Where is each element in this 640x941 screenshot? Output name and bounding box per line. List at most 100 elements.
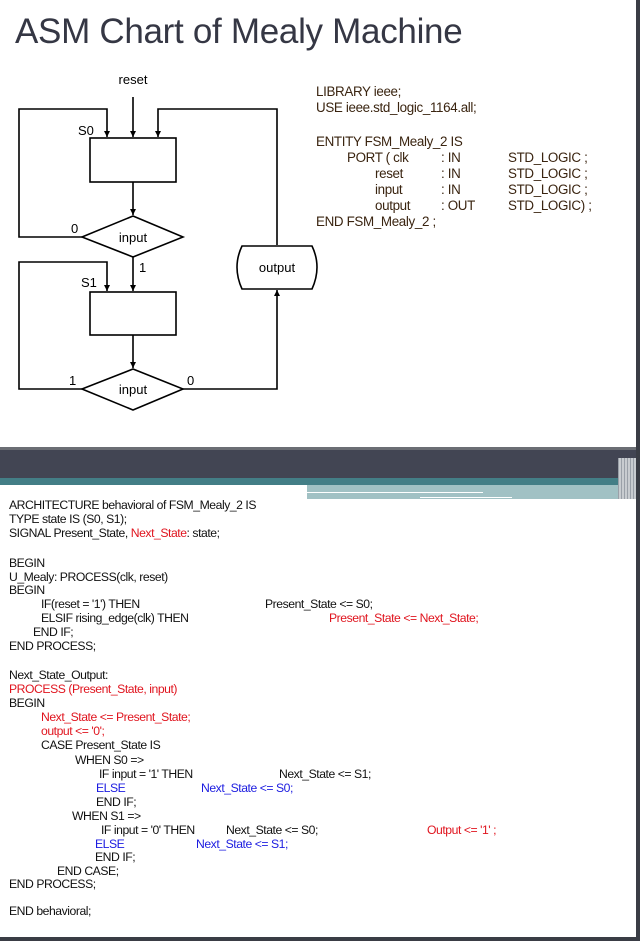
code-segment: ELSE (95, 837, 125, 851)
code-segment: END CASE; (57, 864, 119, 878)
code-segment: PROCESS (Present_State, input) (9, 682, 178, 696)
code-segment: Next_State <= S0; (226, 823, 318, 837)
code-line: PROCESS (Present_State, input) (9, 682, 177, 696)
decorative-line (307, 492, 483, 493)
code-end-entity: END FSM_Mealy_2 ; (316, 214, 436, 229)
port-name: output (375, 198, 411, 213)
code-segment: END IF; (95, 850, 136, 864)
code-line: ARCHITECTURE behavioral of FSM_Mealy_2 I… (9, 498, 257, 512)
code-segment: Present_State <= S0; (265, 597, 373, 611)
code-line: Present_State <= S0; (265, 597, 373, 611)
decorative-line (420, 497, 512, 498)
decision1-false-label: 0 (71, 221, 78, 236)
slide-header-accent (0, 478, 640, 485)
code-segment: ARCHITECTURE behavioral of FSM_Mealy_2 I… (9, 498, 257, 512)
code-line: END IF; (95, 850, 136, 864)
s1-loop-arrow (18, 261, 110, 390)
code-segment: END IF; (96, 795, 137, 809)
code-line: Next_State <= S1; (279, 767, 371, 781)
code-line: ELSIF rising_edge(clk) THEN (41, 611, 189, 625)
port-type: STD_LOGIC ; (508, 150, 588, 165)
port-type: STD_LOGIC ; (508, 166, 588, 181)
state-box-s1 (89, 291, 177, 336)
slide-asm-chart: ASM Chart of Mealy Machine reset S0 0 in… (0, 0, 636, 447)
code-line: TYPE state IS (S0, S1); (9, 512, 127, 526)
code-segment: Next_State (130, 526, 187, 540)
code-segment: Next_State <= S1; (279, 767, 371, 781)
code-line: Next_State <= S0; (201, 781, 293, 795)
code-segment: BEGIN (9, 556, 45, 570)
code-segment: Present_State <= Next_State; (329, 611, 479, 625)
code-segment: ELSIF rising_edge(clk) THEN (41, 611, 189, 625)
code-line: SIGNAL Present_State, Next_State: state; (9, 526, 220, 540)
code-segment: BEGIN (9, 696, 45, 710)
port-name: reset (375, 166, 404, 181)
code-line: output <= '0'; (41, 724, 105, 738)
port-mode: : IN (441, 166, 461, 181)
port-name: PORT ( clk (347, 150, 409, 165)
window-bottom-border (0, 937, 640, 941)
code-entity: ENTITY FSM_Mealy_2 IS (316, 134, 463, 149)
code-line: END PROCESS; (9, 877, 96, 891)
code-segment: END PROCESS; (9, 639, 96, 653)
code-segment: Next_State <= S0; (201, 781, 293, 795)
code-line: Present_State <= Next_State; (329, 611, 479, 625)
code-line: END behavioral; (9, 904, 91, 918)
decision2-false-label: 0 (187, 373, 194, 388)
code-segment: END behavioral; (9, 904, 91, 918)
code-segment: ELSE (96, 781, 126, 795)
code-line: Next_State <= Present_State; (41, 710, 191, 724)
code-segment: : state; (186, 526, 220, 540)
code-segment: BEGIN (9, 583, 45, 597)
code-line: IF input = '0' THEN (101, 823, 195, 837)
code-line: END PROCESS; (9, 639, 96, 653)
code-line: IF(reset = '1') THEN (41, 597, 140, 611)
code-line: IF input = '1' THEN (99, 767, 193, 781)
reset-label: reset (119, 72, 148, 87)
code-segment: U_Mealy: PROCESS(clk, reset) (9, 570, 168, 584)
output-return-arrow (155, 108, 278, 245)
code-line: END IF; (33, 625, 74, 639)
code-segment: Next_State_Output: (9, 668, 108, 682)
slide-title: ASM Chart of Mealy Machine (15, 12, 463, 51)
state-s1-label: S1 (81, 275, 97, 290)
code-segment: IF(reset = '1') THEN (41, 597, 140, 611)
conditional-output-box (236, 245, 318, 290)
code-segment: SIGNAL Present_State, (9, 526, 131, 540)
conditional-output-label: output (259, 260, 296, 275)
code-use: USE ieee.std_logic_1164.all; (316, 100, 477, 115)
slide-separator (0, 447, 640, 450)
code-segment: WHEN S0 => (75, 753, 144, 767)
code-segment: IF input = '0' THEN (101, 823, 195, 837)
state-box-s0 (89, 137, 177, 183)
port-type: STD_LOGIC ; (508, 182, 588, 197)
decision-diamond-1 (79, 215, 186, 258)
port-mode: : IN (441, 182, 461, 197)
code-line: BEGIN (9, 583, 45, 597)
decision1-label: input (119, 230, 148, 245)
window-right-border (636, 0, 640, 941)
code-line: Next_State_Output: (9, 668, 108, 682)
slide-header-blank (0, 485, 307, 499)
port-mode: : OUT (441, 198, 475, 213)
code-segment: WHEN S1 => (72, 809, 141, 823)
code-segment: END IF; (33, 625, 74, 639)
decision2-true-label: 1 (69, 373, 76, 388)
code-line: ELSE (96, 781, 126, 795)
port-name: input (375, 182, 403, 197)
state-s0-label: S0 (78, 123, 94, 138)
port-type: STD_LOGIC) ; (508, 198, 592, 213)
code-line: END CASE; (57, 864, 119, 878)
s0-loop-arrow (18, 108, 110, 238)
asm-chart-diagram: reset S0 0 input 1 S1 output 1 input 0 (18, 72, 318, 411)
code-segment: TYPE state IS (S0, S1); (9, 512, 127, 526)
code-segment: CASE Present_State IS (41, 738, 161, 752)
decorative-stripes (618, 458, 636, 499)
code-line: Output <= '1' ; (427, 823, 497, 837)
decision1-true-label: 1 (139, 260, 146, 275)
code-line: CASE Present_State IS (41, 738, 161, 752)
slide-header-band (0, 450, 640, 478)
code-line: BEGIN (9, 556, 45, 570)
code-line: Next_State <= S1; (196, 837, 288, 851)
code-line: U_Mealy: PROCESS(clk, reset) (9, 570, 168, 584)
